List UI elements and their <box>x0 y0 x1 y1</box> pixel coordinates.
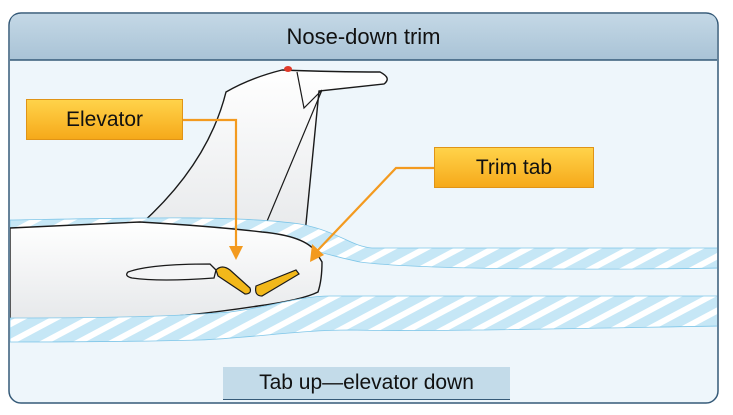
elevator-leader-arrow <box>229 246 243 260</box>
airflow-lower <box>10 295 717 343</box>
elevator-surface <box>215 266 252 295</box>
tail-beacon-light <box>284 66 292 72</box>
diagram-title: Nose-down trim <box>286 24 441 49</box>
trim-tab-label: Trim tab <box>434 147 594 188</box>
header-bar <box>10 14 717 60</box>
elevator-leader-line <box>183 118 238 250</box>
vertical-stabilizer <box>138 69 388 245</box>
rudder-hinge-line <box>259 71 323 239</box>
trim-tab-surface <box>255 269 300 297</box>
trim-tab-leader-arrow <box>310 244 324 262</box>
horizontal-stabilizer <box>126 263 217 281</box>
trim-tab-leader-line <box>317 166 434 251</box>
diagram-caption: Tab up—elevator down <box>223 367 510 400</box>
elevator-label: Elevator <box>26 99 183 140</box>
